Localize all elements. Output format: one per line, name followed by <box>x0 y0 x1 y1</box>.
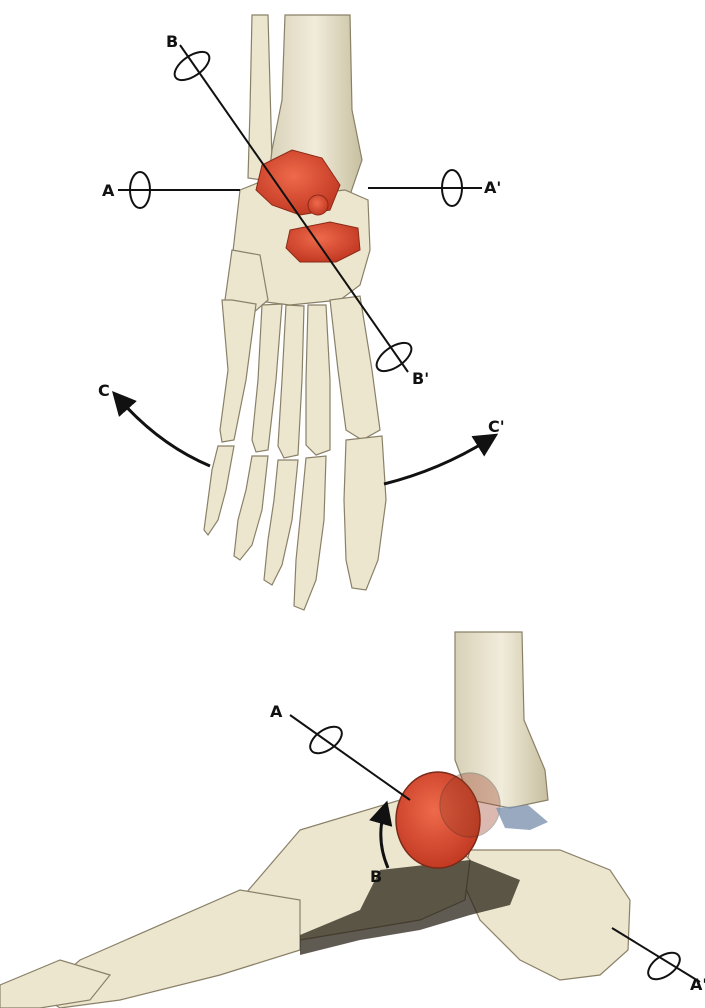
phalanx-3 <box>264 460 298 585</box>
label-a: A <box>102 181 115 200</box>
label-c: C <box>98 381 110 400</box>
side-foot-view: A B A' <box>0 632 705 1008</box>
subtalar-joint-highlight <box>308 195 328 215</box>
metatarsal-5 <box>220 300 256 442</box>
talus-overlay <box>440 773 500 837</box>
label-a-prime: A' <box>484 178 501 197</box>
label-b: B <box>166 32 178 51</box>
metatarsal-2 <box>306 305 330 455</box>
phalanx-5 <box>204 446 234 535</box>
side-axis-a-lower <box>612 928 700 982</box>
side-label-a: A <box>270 702 283 721</box>
fibula-bone <box>248 15 272 180</box>
label-c-prime: C' <box>488 417 505 436</box>
rotation-loop-b-prime <box>372 337 416 376</box>
arc-c-prime <box>384 440 488 484</box>
phalanx-1 <box>344 436 386 590</box>
side-label-a-prime: A' <box>690 975 705 994</box>
metatarsal-3 <box>278 305 304 458</box>
phalanx-2 <box>294 456 326 610</box>
rotation-loop-b <box>170 46 214 85</box>
top-foot-bones <box>204 15 386 610</box>
side-axis-a-upper <box>290 715 410 800</box>
side-rotation-loop-a-prime <box>644 947 685 984</box>
phalanx-4 <box>234 456 268 560</box>
side-label-b: B <box>370 867 382 886</box>
blue-cartilage <box>496 805 548 830</box>
arc-c <box>120 400 210 466</box>
metatarsal-1 <box>330 296 380 440</box>
top-foot-view: B A A' B' C C' <box>98 15 505 610</box>
label-b-prime: B' <box>412 369 429 388</box>
metatarsal-4 <box>252 304 282 452</box>
